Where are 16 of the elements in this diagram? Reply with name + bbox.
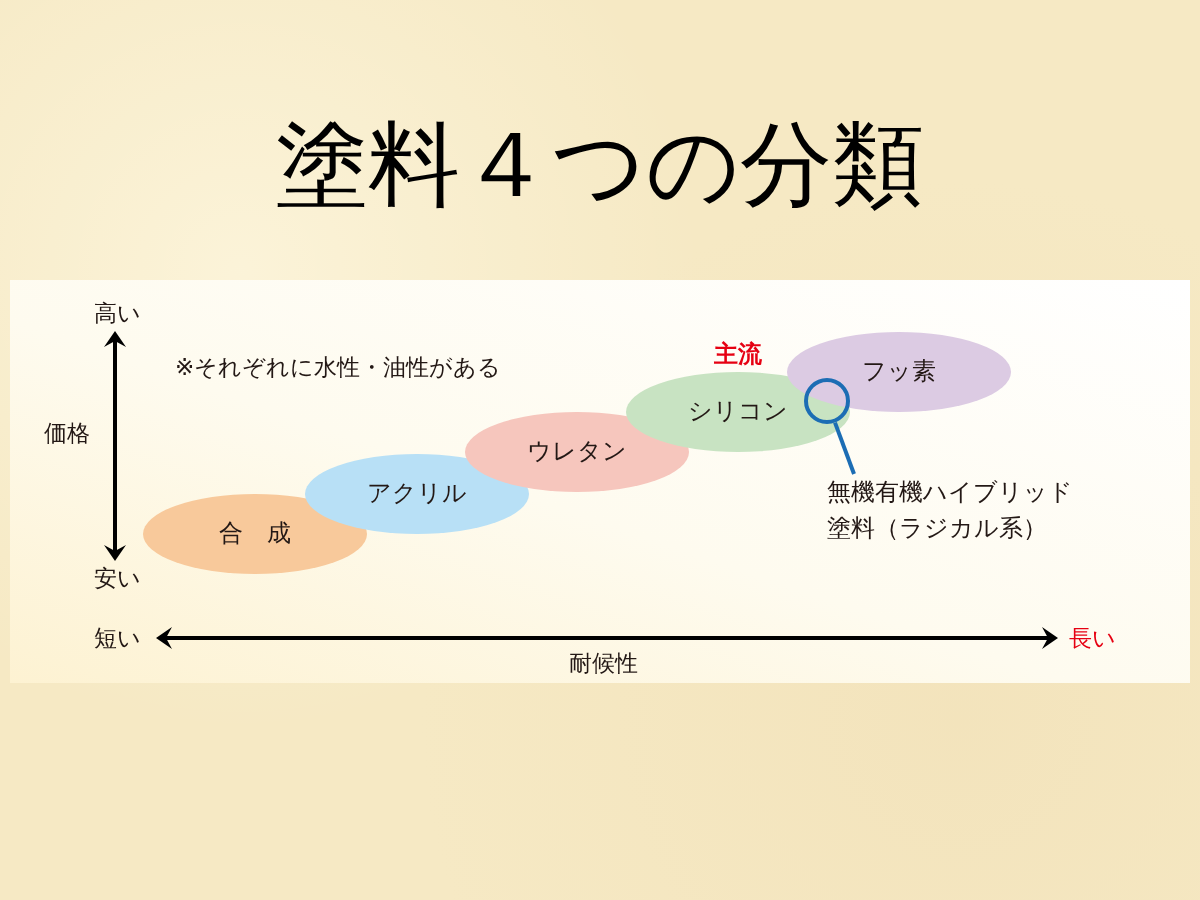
axis-end-label: 安い bbox=[93, 564, 141, 592]
axis-end-label: 短い bbox=[93, 624, 141, 652]
callout-text: 無機有機ハイブリッド塗料（ラジカル系） bbox=[827, 474, 1079, 546]
note-label: 主流 bbox=[714, 341, 762, 369]
axis-end-label: 高い bbox=[93, 299, 141, 327]
note-text: ※それぞれに水性・油性がある bbox=[175, 353, 502, 381]
page-title: 塗料４つの分類 bbox=[276, 119, 924, 211]
axis-title: 価格 bbox=[44, 419, 90, 447]
category-label: フッ素 bbox=[862, 358, 936, 386]
axis-title: 耐候性 bbox=[568, 649, 638, 677]
category-label: ウレタン bbox=[527, 438, 627, 466]
leader-line bbox=[833, 421, 856, 475]
category-label: 合 成 bbox=[219, 520, 291, 548]
axis-end-label: 長い bbox=[1068, 624, 1116, 652]
category-label: アクリル bbox=[367, 480, 467, 508]
category-label: シリコン bbox=[688, 398, 788, 426]
